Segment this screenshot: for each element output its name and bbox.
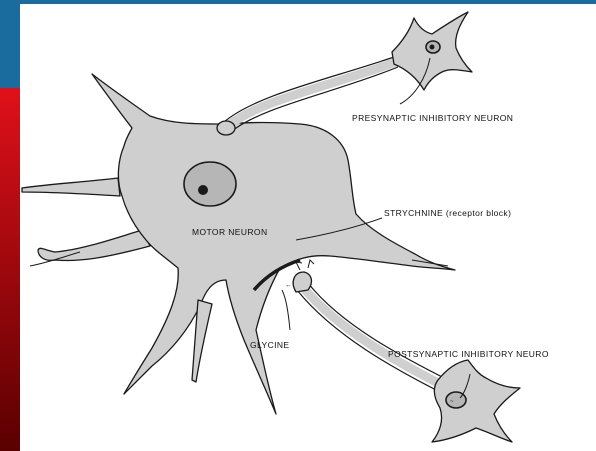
label-motor-neuron: MOTOR NEURON bbox=[192, 227, 267, 237]
left-frame-band bbox=[0, 0, 20, 451]
presynaptic-nucleolus bbox=[430, 45, 435, 50]
motor-neuron-dendrite-left bbox=[22, 178, 120, 196]
motor-neuron-nucleus bbox=[184, 162, 236, 206]
postsynaptic-terminal bbox=[293, 272, 311, 292]
motor-neuron-dendrite-lower-left bbox=[38, 230, 150, 260]
label-strychnine: STRYCHNINE (receptor block) bbox=[384, 208, 511, 218]
label-glycine: GLYCINE bbox=[250, 340, 290, 350]
postsynaptic-nucleus-mark: ~ bbox=[450, 399, 454, 405]
glycine-mark-1: ← bbox=[285, 282, 292, 289]
motor-neuron-nucleolus bbox=[198, 185, 208, 195]
label-postsynaptic-neuron: POSTSYNAPTIC INHIBITORY NEURO bbox=[388, 349, 549, 359]
postsynaptic-axon-edge-right bbox=[308, 283, 456, 384]
left-frame-band-blue bbox=[0, 0, 20, 88]
presynaptic-terminal bbox=[217, 121, 235, 135]
motor-neuron bbox=[22, 74, 455, 414]
neuron-diagram: ~ ← PRESYNAPTIC INHIBITORY NEURON MOTOR … bbox=[20, 4, 596, 451]
glycine-leader-line bbox=[282, 290, 290, 330]
label-presynaptic-neuron: PRESYNAPTIC INHIBITORY NEURON bbox=[352, 113, 513, 123]
left-frame-band-red bbox=[0, 88, 20, 451]
postsynaptic-soma bbox=[432, 360, 520, 442]
glycine-arrow-2 bbox=[308, 260, 314, 268]
glycine-arrow-1 bbox=[296, 262, 302, 270]
